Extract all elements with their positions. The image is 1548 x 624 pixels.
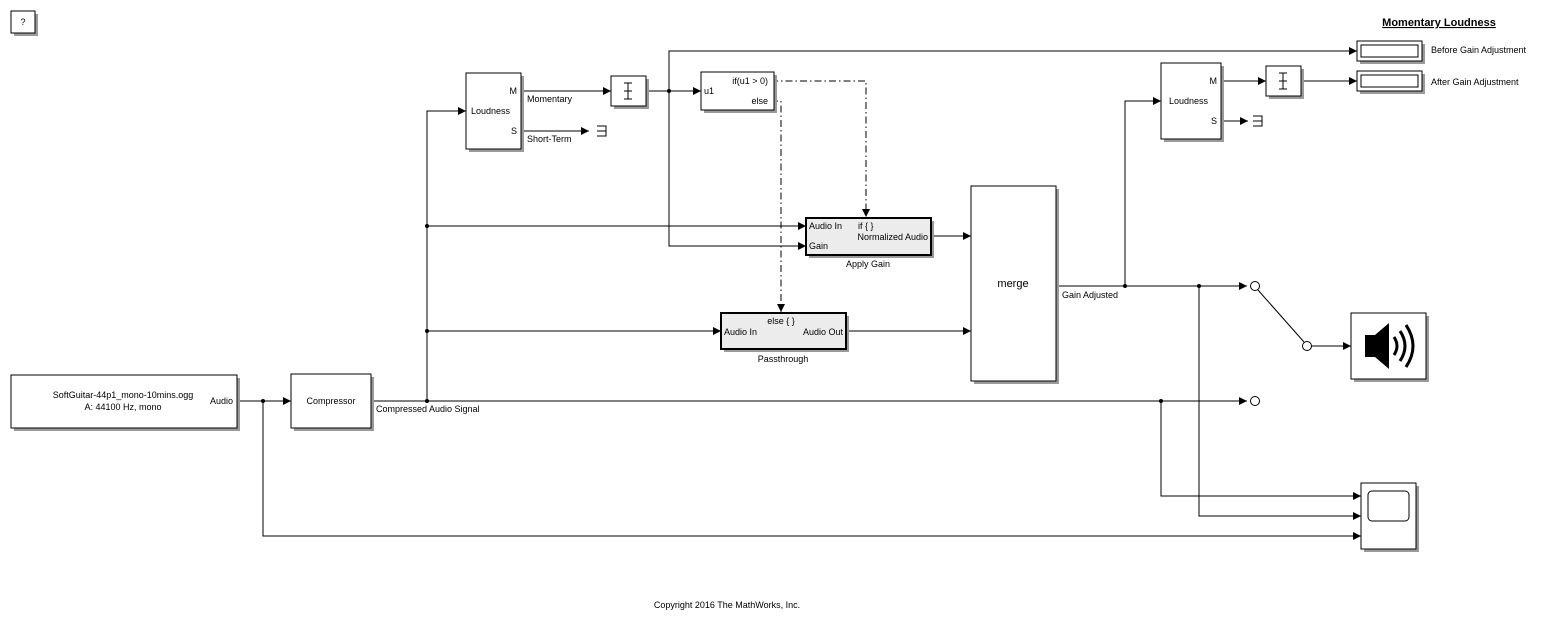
terminator-icon [1253,115,1263,127]
manual-switch-icon[interactable] [1250,281,1312,406]
svg-text:else: else [751,96,768,106]
svg-text:M: M [1210,76,1218,86]
svg-text:Loudness: Loudness [471,106,511,116]
svg-text:S: S [511,126,517,136]
svg-text:if(u1 > 0): if(u1 > 0) [732,76,768,86]
svg-text:Compressor: Compressor [306,396,355,406]
if-block[interactable]: u1 if(u1 > 0) else [700,71,777,113]
svg-text:if { }: if { } [858,221,874,231]
junction-dots [261,89,1201,403]
svg-text:?: ? [20,17,25,27]
svg-text:Audio In: Audio In [809,221,842,231]
audio-file-reader-block[interactable]: SoftGuitar-44p1_mono-10mins.ogg A: 44100… [10,374,240,431]
diagram-title: Momentary Loudness [1382,17,1496,29]
svg-text:Audio In: Audio In [724,327,757,337]
audio-device-writer-block[interactable] [1350,312,1429,382]
mean-2-block[interactable] [1265,65,1304,99]
source-filename: SoftGuitar-44p1_mono-10mins.ogg [53,390,194,400]
svg-text:Normalized Audio: Normalized Audio [857,232,928,242]
svg-text:Audio Out: Audio Out [803,327,844,337]
svg-text:M: M [510,86,518,96]
svg-text:u1: u1 [704,86,714,96]
momentary-signal-label: Momentary [527,94,573,104]
apply-gain-subsystem[interactable]: Audio In Gain if { } Normalized Audio [805,217,934,258]
svg-text:Gain: Gain [809,241,828,251]
scope-icon [1367,490,1410,522]
apply-gain-name: Apply Gain [846,259,890,269]
passthrough-name: Passthrough [758,354,809,364]
mean-block[interactable] [610,75,649,109]
action-wires [771,80,870,312]
compressor-block[interactable]: Compressor [290,373,374,431]
terminator-icon [597,125,607,137]
compressed-signal-label: Compressed Audio Signal [376,404,480,414]
help-button[interactable]: ? [10,10,38,36]
scope-block[interactable] [1360,482,1419,552]
loudness-meter-2-block[interactable]: Loudness M S [1160,62,1224,142]
loudness-meter-block[interactable]: Loudness M S [465,72,524,152]
source-port-label: Audio [210,396,233,406]
display-after-block[interactable] [1356,70,1425,94]
passthrough-subsystem[interactable]: else { } Audio In Audio Out [720,312,849,352]
source-format: A: 44100 Hz, mono [84,402,161,412]
svg-text:merge: merge [997,278,1028,290]
copyright-text: Copyright 2016 The MathWorks, Inc. [654,600,800,610]
display-before-label: Before Gain Adjustment [1431,45,1527,55]
display-after-label: After Gain Adjustment [1431,77,1519,87]
display-before-block[interactable] [1356,40,1425,64]
short-term-signal-label: Short-Term [527,134,572,144]
svg-text:else { }: else { } [767,316,795,326]
svg-text:S: S [1211,116,1217,126]
speaker-icon [1365,323,1415,369]
svg-text:Loudness: Loudness [1169,96,1209,106]
gain-adjusted-signal-label: Gain Adjusted [1062,290,1118,300]
merge-block[interactable]: merge [970,185,1059,384]
